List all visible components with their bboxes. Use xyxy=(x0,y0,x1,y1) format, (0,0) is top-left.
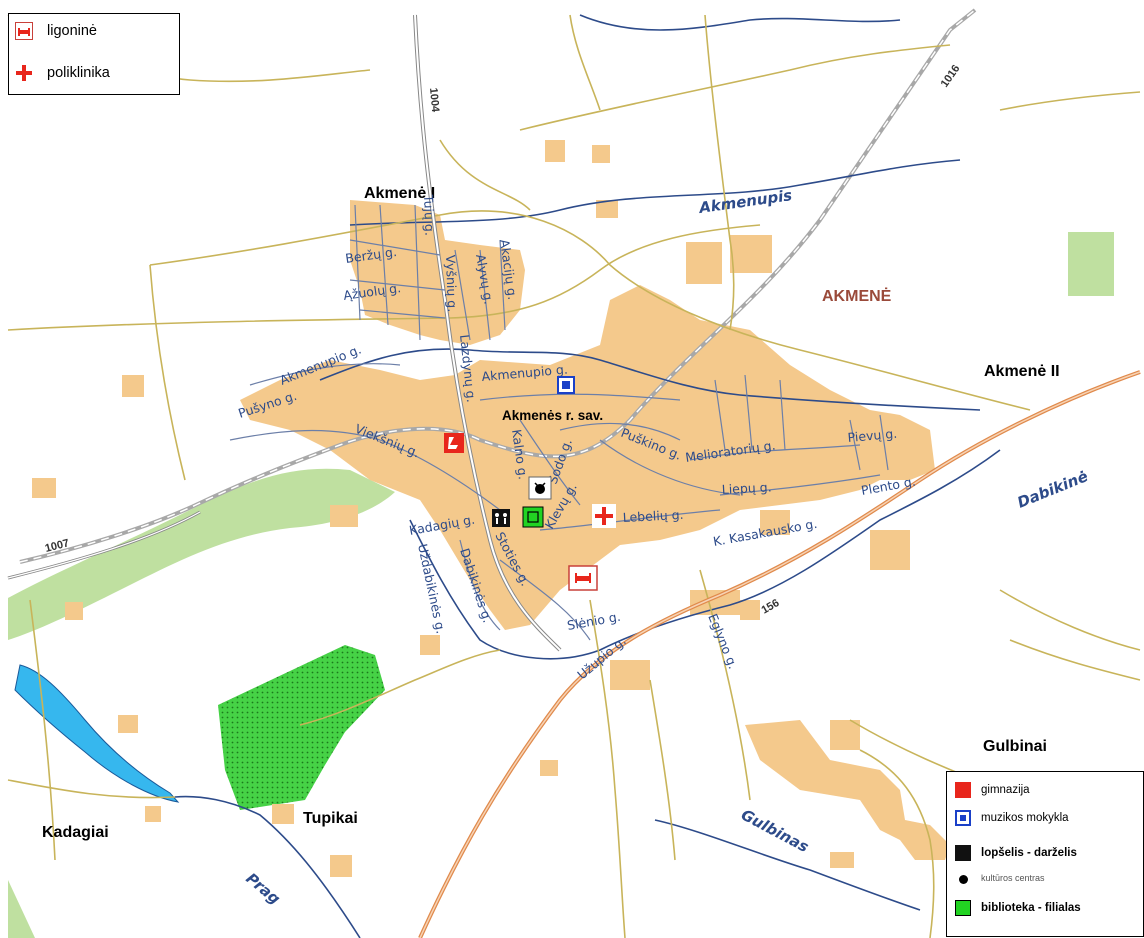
street-label: Tujų g. xyxy=(421,194,437,236)
legend-label: muzikos mokykla xyxy=(981,812,1069,824)
local-roads xyxy=(7,14,1141,938)
legend-label: poliklinika xyxy=(47,65,110,81)
place-label-kadagiai: Kadagiai xyxy=(42,824,109,841)
place-label-gulbinai: Gulbinai xyxy=(983,738,1047,755)
place-label-akmene-ii: Akmenė II xyxy=(984,363,1060,380)
music-school-icon xyxy=(955,810,971,826)
road-number-1016: 1016 xyxy=(939,63,963,90)
street-label: Eglyno g. xyxy=(705,612,741,672)
legend-label: biblioteka - filialas xyxy=(981,902,1081,914)
river-label-akmenupis: Akmenupis xyxy=(697,186,793,217)
forest-patch-east xyxy=(1068,232,1114,296)
kindergarten-icon xyxy=(955,845,971,861)
legend-item-kindergarten: lopšelis - darželis xyxy=(955,845,1077,861)
road-number-1007: 1007 xyxy=(44,537,71,555)
street-label: Liepų g. xyxy=(721,479,772,497)
culture-centre-icon xyxy=(955,870,971,886)
legend-top: ligoninė poliklinika xyxy=(8,13,180,95)
legend-label: kultūros centras xyxy=(981,873,1045,883)
hospital-marker[interactable] xyxy=(568,565,598,591)
street-label: Vyšnių g. xyxy=(443,255,460,313)
street-label: Lazdynų g. xyxy=(457,334,479,403)
street-label: Slėnio g. xyxy=(566,609,622,633)
legend-label: lopšelis - darželis xyxy=(981,847,1077,859)
polyclinic-marker[interactable] xyxy=(592,504,616,528)
legend-item-polyclinic: poliklinika xyxy=(15,64,110,82)
red-cross-icon xyxy=(15,64,33,82)
place-label-akmene: AKMENĖ xyxy=(822,287,892,305)
main-roads xyxy=(7,14,1141,938)
gymnasium-marker[interactable] xyxy=(444,433,464,453)
street-label: Lebelių g. xyxy=(622,507,684,525)
legend-label: gimnazija xyxy=(981,784,1030,796)
river-label-gulbinas: Gulbinas xyxy=(738,806,812,857)
road-number-156: 156 xyxy=(760,597,782,617)
river-label-prag: Prag xyxy=(242,869,283,908)
place-label-municipality: Akmenės r. sav. xyxy=(502,408,603,423)
place-label-akmene-i: Akmenė I xyxy=(364,185,435,202)
street-label: Beržų g. xyxy=(344,244,397,266)
lake xyxy=(14,664,180,803)
library-icon xyxy=(955,900,971,916)
kindergarten-marker[interactable] xyxy=(492,509,510,527)
street-label: Pievų g. xyxy=(847,426,898,445)
road-number-1004: 1004 xyxy=(427,87,441,113)
forest-area xyxy=(8,468,395,640)
library-marker[interactable] xyxy=(522,506,544,528)
street-label: Kalno g. xyxy=(509,428,531,480)
wetland-area xyxy=(218,645,385,810)
legend-item-culture-centre: kultūros centras xyxy=(955,870,1045,886)
street-label: Uždabikinės g. xyxy=(415,543,449,636)
legend-bottom: gimnazija muzikos mokykla lopšelis - dar… xyxy=(946,771,1144,937)
legend-label: ligoninė xyxy=(47,23,97,39)
place-label-tupikai: Tupikai xyxy=(303,810,358,827)
railway xyxy=(19,8,977,564)
hospital-bed-icon xyxy=(15,22,33,40)
music-school-marker[interactable] xyxy=(557,376,575,394)
culture-centre-marker[interactable] xyxy=(528,476,552,500)
street-grid xyxy=(229,204,889,641)
legend-item-hospital: ligoninė xyxy=(15,22,97,40)
legend-item-gymnasium: gimnazija xyxy=(955,782,1030,798)
gymnasium-icon xyxy=(955,782,971,798)
legend-item-music-school: muzikos mokykla xyxy=(955,810,1069,826)
river-lines xyxy=(174,14,1001,938)
forest-area-sw xyxy=(8,880,35,938)
built-up-areas xyxy=(32,140,950,877)
river-label-dabikine: Dabikinė xyxy=(1015,467,1091,512)
legend-item-library: biblioteka - filialas xyxy=(955,900,1081,916)
